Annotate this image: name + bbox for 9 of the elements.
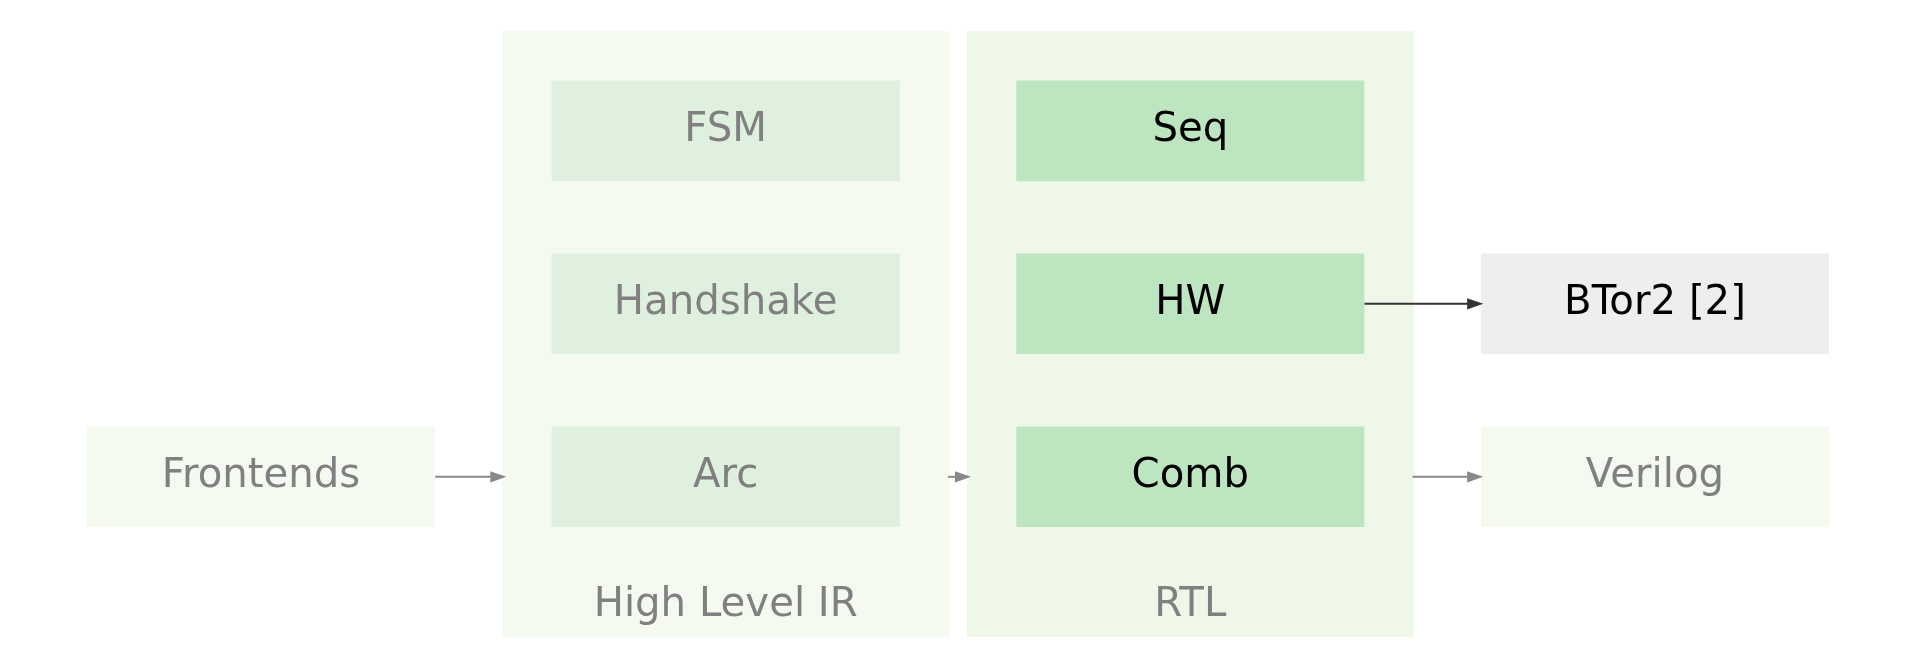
node-box: Frontends [86, 426, 435, 528]
node-box: HW [1015, 253, 1364, 355]
arrow [1412, 471, 1483, 483]
node-box: Comb [1015, 426, 1364, 528]
node-box: BTor2 [2] [1480, 253, 1829, 355]
arrow [434, 471, 506, 483]
node-box: Verilog [1480, 426, 1829, 528]
arrow [1364, 298, 1483, 310]
node-box: Seq [1015, 80, 1364, 182]
